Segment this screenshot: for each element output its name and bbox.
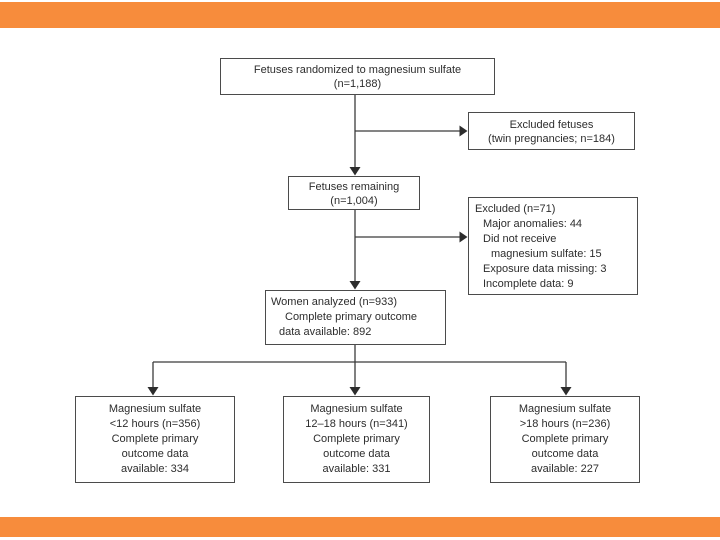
box-women-analyzed-line: Complete primary outcome [285, 311, 418, 323]
box-group-lt12-line: Magnesium sulfate [108, 403, 202, 415]
box-fetuses-remaining-line: Fetuses remaining [308, 181, 400, 193]
box-women-analyzed-count: data available: 892 [279, 326, 372, 338]
box-group-12-18-line: Complete primary [313, 433, 400, 445]
box-excluded-71-item: Incomplete data: 9 [483, 278, 574, 290]
slide-bottom-accent-bar [0, 517, 720, 537]
box-fetuses-remaining-count: (n=1,004) [330, 195, 378, 207]
box-group-12-18-line: Magnesium sulfate [310, 403, 403, 415]
box-group-gt18-line: Complete primary [521, 433, 609, 445]
box-group-lt12-line: outcome data [121, 448, 189, 460]
box-excluded-71-title: Excluded (n=71) [475, 203, 556, 215]
box-group-lt12-line: Complete primary [111, 433, 199, 445]
box-group-12-18-count: available: 331 [322, 463, 391, 475]
box-excluded-71-item: Major anomalies: 44 [483, 218, 583, 230]
box-randomized-line: Fetuses randomized to magnesium sulfate [253, 64, 462, 76]
box-group-lt12-count: available: 334 [121, 463, 189, 475]
box-women-analyzed: Women analyzed (n=933) Complete primary … [265, 290, 446, 345]
box-excluded-71-item: Exposure data missing: 3 [483, 263, 607, 275]
box-fetuses-remaining: Fetuses remaining (n=1,004) [288, 176, 420, 210]
box-randomized: Fetuses randomized to magnesium sulfate … [220, 58, 495, 95]
box-group-gt18-count: available: 227 [531, 463, 599, 475]
slide-top-accent-bar [0, 2, 720, 28]
box-group-gt18-line: Magnesium sulfate [518, 403, 612, 415]
box-women-analyzed-title: Women analyzed (n=933) [271, 296, 398, 308]
box-group-gt18-line: >18 hours (n=236) [519, 418, 611, 430]
box-excluded-71-item: magnesium sulfate: 15 [491, 248, 602, 260]
box-group-12-18: Magnesium sulfate 12–18 hours (n=341) Co… [283, 396, 430, 483]
box-group-lt12-line: <12 hours (n=356) [109, 418, 201, 430]
box-excluded-71: Excluded (n=71) Major anomalies: 44 Did … [468, 197, 638, 295]
box-group-12-18-line: 12–18 hours (n=341) [305, 418, 408, 430]
box-group-gt18: Magnesium sulfate >18 hours (n=236) Comp… [490, 396, 640, 483]
box-excluded-fetuses: Excluded fetuses (twin pregnancies; n=18… [468, 112, 635, 150]
box-group-12-18-line: outcome data [323, 448, 390, 460]
box-group-gt18-line: outcome data [531, 448, 599, 460]
box-excluded-fetuses-count: (twin pregnancies; n=184) [488, 133, 615, 145]
box-group-lt12: Magnesium sulfate <12 hours (n=356) Comp… [75, 396, 235, 483]
box-randomized-count: (n=1,188) [333, 78, 382, 90]
box-excluded-fetuses-line: Excluded fetuses [509, 119, 594, 131]
box-excluded-71-item: Did not receive [483, 233, 557, 245]
